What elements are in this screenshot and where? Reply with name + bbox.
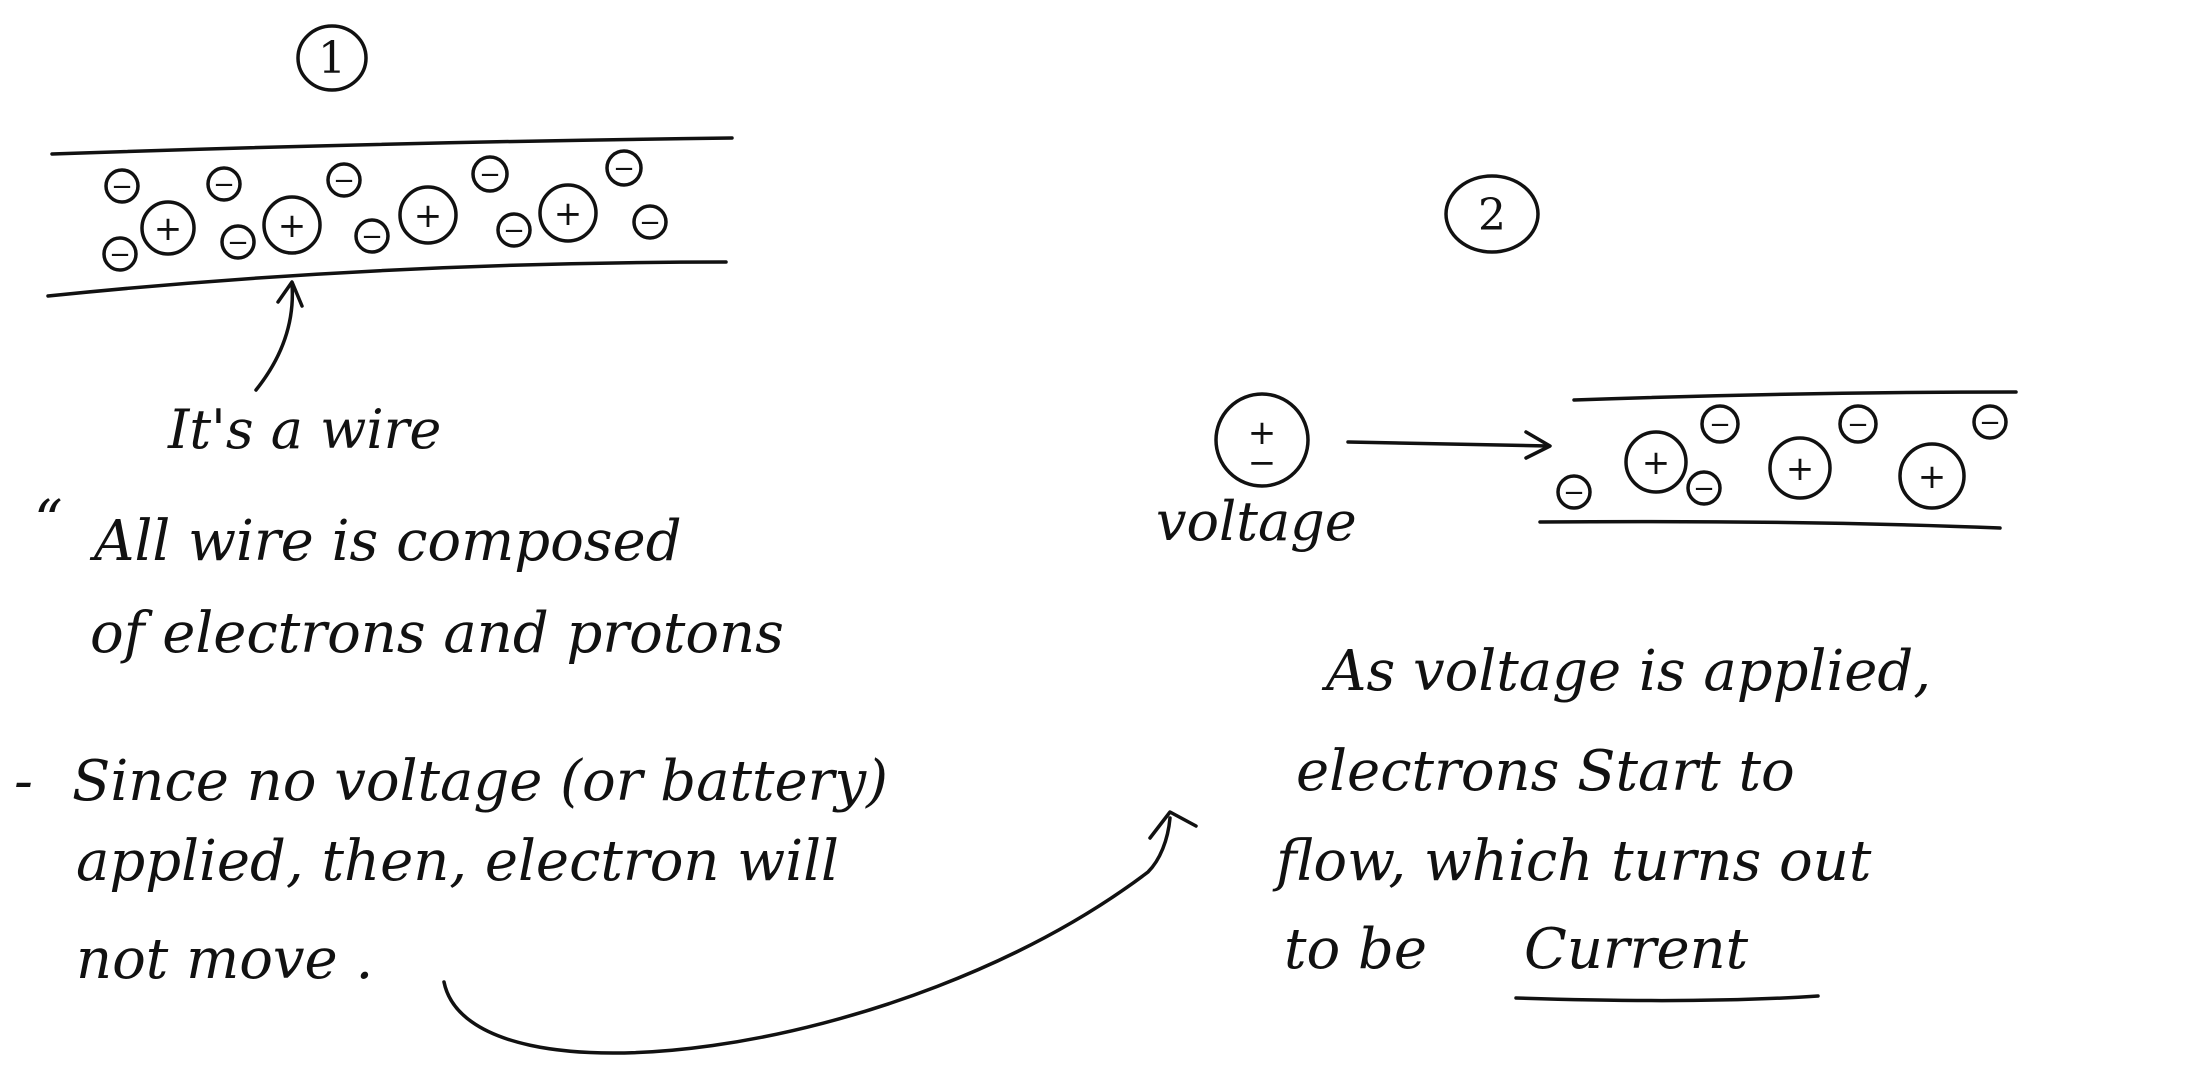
proton: + <box>1624 430 1688 494</box>
svg-text:−: − <box>479 160 501 190</box>
number-circle-1 <box>296 24 368 92</box>
current-note-line-3: flow, which turns out <box>1272 829 1872 894</box>
svg-text:−: − <box>613 154 635 184</box>
electron: − <box>102 236 138 272</box>
svg-text:−: − <box>639 208 661 238</box>
panel-2: 2 + − voltage + + + − − − − − As voltage… <box>1156 174 2018 1003</box>
wire-1-top-edge <box>50 136 734 156</box>
battery-minus: − <box>1248 443 1277 483</box>
svg-text:+: + <box>1918 457 1947 497</box>
svg-text:+: + <box>1786 449 1815 489</box>
svg-text:+: + <box>154 209 183 249</box>
svg-text:+: + <box>1642 443 1671 483</box>
no-voltage-note-line-1: Since no voltage (or battery) <box>72 749 888 814</box>
svg-text:−: − <box>227 228 249 258</box>
battery-symbol: + − <box>1214 392 1310 488</box>
electron: − <box>1556 474 1592 510</box>
electron: − <box>104 168 140 204</box>
proton: + <box>538 183 598 243</box>
svg-text:+: + <box>278 206 307 246</box>
svg-text:−: − <box>1847 410 1869 440</box>
wire-1: + + + + − − − − − − − − − − <box>46 136 734 298</box>
svg-text:−: − <box>1563 478 1585 508</box>
wire-2-bottom-edge <box>1538 519 2002 530</box>
svg-text:−: − <box>503 216 525 246</box>
wire-1-bottom-edge <box>46 260 728 298</box>
panel-1-number: 1 <box>318 33 346 84</box>
svg-text:−: − <box>109 240 131 270</box>
electron: − <box>206 166 242 202</box>
electron: − <box>1838 404 1878 444</box>
electron: − <box>605 149 643 187</box>
number-circle-2 <box>1444 174 1540 254</box>
electron: − <box>1686 470 1722 506</box>
panel-1: 1 + + + + − − − − − − − − − − It's a wir… <box>14 24 888 992</box>
svg-text:+: + <box>554 194 583 234</box>
no-voltage-note-line-2: applied, then, electron will <box>76 829 839 894</box>
wire-composition-note-line-2: of electrons and protons <box>90 601 784 666</box>
proton: + <box>1768 436 1832 500</box>
connector-arrow <box>442 810 1198 1055</box>
electron: − <box>354 218 390 254</box>
svg-text:−: − <box>333 166 355 196</box>
svg-text:−: − <box>1709 410 1731 440</box>
current-note-line-2: electrons Start to <box>1296 739 1795 804</box>
proton: + <box>398 185 458 245</box>
current-underline <box>1514 994 1820 1003</box>
svg-text:−: − <box>361 222 383 252</box>
svg-text:+: + <box>414 196 443 236</box>
electron: − <box>1700 404 1740 444</box>
battery-plus: + <box>1248 413 1277 453</box>
svg-text:−: − <box>1693 474 1715 504</box>
wire-label-arrow <box>254 280 304 392</box>
electron: − <box>471 155 509 193</box>
svg-text:−: − <box>111 172 133 202</box>
current-note-line-4-prefix: to be <box>1284 917 1427 982</box>
svg-text:−: − <box>1979 408 2001 438</box>
proton: + <box>262 195 322 255</box>
no-voltage-note-line-3: not move . <box>76 927 373 992</box>
electron: − <box>496 212 532 248</box>
current-note-line-1: As voltage is applied, <box>1321 639 1931 704</box>
wire-label: It's a wire <box>167 398 441 461</box>
panel-2-number: 2 <box>1478 190 1506 241</box>
wire-2-top-edge <box>1572 390 2018 402</box>
current-note-emphasis: Current <box>1524 917 1749 982</box>
svg-text:−: − <box>213 170 235 200</box>
electron: − <box>220 224 256 260</box>
proton: + <box>140 200 196 256</box>
proton: + <box>1898 442 1966 510</box>
panel-1-number-badge: 1 <box>296 24 368 92</box>
wire-composition-note-line-1: All wire is composed <box>89 509 682 574</box>
electron: − <box>632 204 668 240</box>
bullet-mark: “ <box>34 489 63 554</box>
voltage-label: voltage <box>1156 490 1357 553</box>
wire-2: + + + − − − − − <box>1538 390 2018 530</box>
electron: − <box>326 162 362 198</box>
panel-2-number-badge: 2 <box>1444 174 1540 254</box>
dash-mark: - <box>14 749 33 814</box>
electron: − <box>1972 404 2008 440</box>
voltage-arrow <box>1346 430 1552 460</box>
